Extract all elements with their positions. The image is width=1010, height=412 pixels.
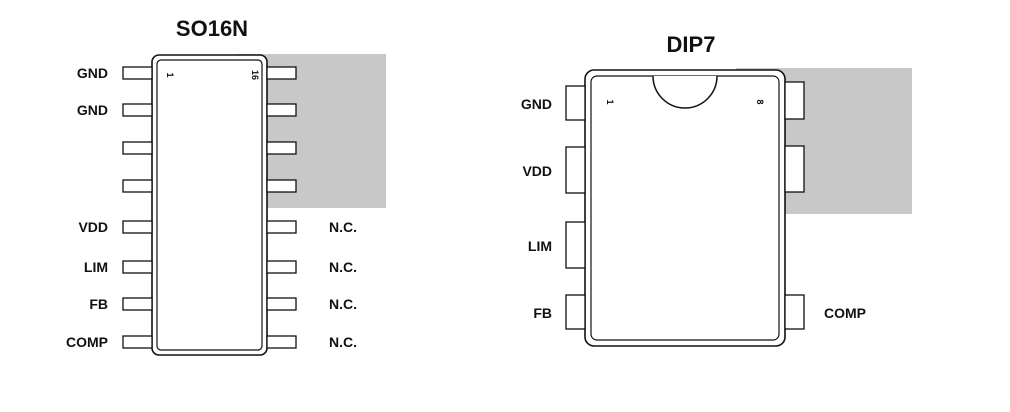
so16n-left-pin-1: [122, 66, 153, 80]
so16n-right-pin-8: [266, 335, 297, 349]
dip7-body: [584, 69, 786, 347]
so16n-left-pin-3: [122, 141, 153, 155]
so16n-left-label: COMP: [66, 334, 108, 350]
so16n-body-inner: [156, 59, 263, 351]
dip7-right-pin-5: [784, 294, 805, 330]
so16n-right-label: N.C.: [329, 334, 357, 350]
dip7-left-pin-4: [565, 294, 586, 330]
dip7-pin8-marker: 8: [755, 99, 765, 104]
dip7-left-label: VDD: [522, 163, 552, 179]
dip7-left-label: GND: [521, 96, 552, 112]
so16n-left-pin-8: [122, 335, 153, 349]
so16n-left-pin-4: [122, 179, 153, 193]
so16n-left-pin-7: [122, 297, 153, 311]
so16n-right-pin-4: [266, 179, 297, 193]
so16n-right-pin-6: [266, 260, 297, 274]
so16n-right-pin-3: [266, 141, 297, 155]
so16n-body: [151, 54, 268, 356]
dip7-left-pin-2: [565, 146, 586, 194]
dip7-pin1-marker: 1: [605, 99, 615, 104]
so16n-left-pin-2: [122, 103, 153, 117]
so16n-right-pin-5: [266, 220, 297, 234]
so16n-left-pin-6: [122, 260, 153, 274]
so16n-right-pin-2: [266, 103, 297, 117]
dip7-title: DIP7: [667, 32, 716, 57]
so16n-left-label: LIM: [84, 259, 108, 275]
so16n-left-label: GND: [77, 102, 108, 118]
so16n-left-label: VDD: [78, 219, 108, 235]
dip7-left-label: FB: [533, 305, 552, 321]
so16n-pin16-marker: 16: [250, 70, 260, 80]
so16n-package: SO16N 1 16 GND GND VDD LIM FB: [66, 16, 386, 356]
dip7-right-pin-6: [784, 145, 805, 193]
so16n-right-label: N.C.: [329, 219, 357, 235]
so16n-right-label: N.C.: [329, 296, 357, 312]
dip7-left-pin-3: [565, 221, 586, 269]
dip7-package: DIP7 1 8 GND VDD LIM FB COMP: [521, 32, 912, 347]
dip7-right-label: COMP: [824, 305, 866, 321]
so16n-right-label: N.C.: [329, 259, 357, 275]
so16n-right-pin-7: [266, 297, 297, 311]
so16n-right-pin-1: [266, 66, 297, 80]
so16n-left-pin-5: [122, 220, 153, 234]
dip7-notch: [652, 75, 718, 109]
so16n-left-label: FB: [89, 296, 108, 312]
dip7-left-pin-1: [565, 85, 586, 121]
so16n-title: SO16N: [176, 16, 248, 41]
dip7-left-label: LIM: [528, 238, 552, 254]
so16n-pin1-marker: 1: [165, 72, 175, 77]
so16n-left-label: GND: [77, 65, 108, 81]
dip7-right-pin-8: [784, 81, 805, 120]
